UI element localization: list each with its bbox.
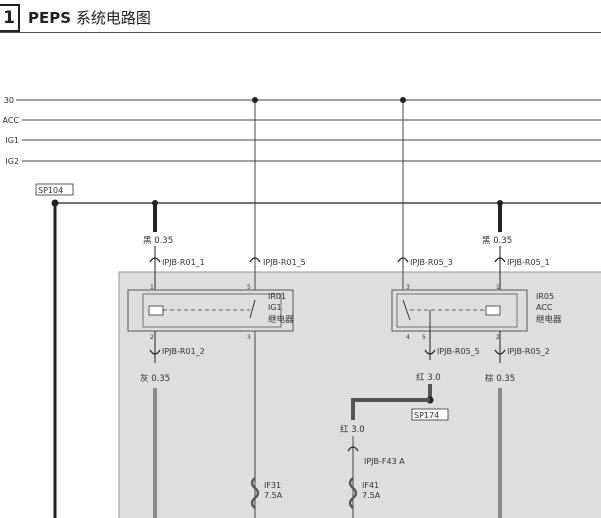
relay-ir05-inner <box>396 293 518 328</box>
relay-ir01-id: IR01 <box>268 292 286 301</box>
fuse-if41-id: IF41 <box>362 481 379 490</box>
relay-ir01-coil <box>148 305 164 316</box>
connector-r05-3-label: IPJB-R05_3 <box>410 258 453 267</box>
wire-label-w6: 红 3.0 <box>340 424 365 435</box>
wire-label-w1: 黑 0.35 <box>143 236 173 246</box>
ir01-pin-2: 2 <box>150 334 154 341</box>
relay-ir05-box <box>391 289 528 332</box>
wire-label-w2: 灰 0.35 <box>140 373 170 384</box>
relay-ir01-name: 继电器 <box>268 314 294 325</box>
section-number: 1 <box>0 4 20 32</box>
splice-sp174-box <box>411 408 449 421</box>
wire-label-w4: 红 3.0 <box>416 372 441 383</box>
connector-r01-2-symbol <box>149 349 161 355</box>
connector-r01-1-label: IPJB-R01_1 <box>162 258 205 267</box>
bus-label-acc: ACC <box>2 116 19 125</box>
ir05-pin-4: 4 <box>406 334 410 341</box>
connector-f43a-label: IPJB-F43 A <box>364 457 405 466</box>
junction-col3-30 <box>400 97 406 103</box>
connector-f43a-symbol <box>347 446 359 452</box>
ir05-pin-2: 2 <box>496 334 500 341</box>
page-title-bold: PEPS <box>28 9 72 27</box>
splice-sp104-label: SP104 <box>38 186 63 195</box>
wire-label-w3: 黑 0.35 <box>482 236 512 246</box>
ir05-pin-5: 5 <box>422 334 426 341</box>
splice-sp174-label: SP174 <box>414 411 439 420</box>
ir01-pin-1: 1 <box>150 284 154 291</box>
junction-col1 <box>152 200 158 206</box>
relay-ir01-switch <box>249 299 256 319</box>
ir05-pin-3: 3 <box>406 284 410 291</box>
relay-ir05-circuit: ACC <box>536 303 553 312</box>
fuse-if31-symbol <box>250 477 260 509</box>
fuse-if31-id: IF31 <box>264 481 281 490</box>
relay-ir05-name: 继电器 <box>536 314 562 325</box>
bus-label-ig1: IG1 <box>5 136 19 145</box>
ir05-pin-1: 1 <box>496 284 500 291</box>
splice-sp104-box <box>35 183 74 196</box>
connector-r05-5-label: IPJB-R05_5 <box>437 347 480 356</box>
connector-r05-2-symbol <box>494 349 506 355</box>
junction-col2-30 <box>252 97 258 103</box>
connector-r01-5-label: IPJB-R01_5 <box>263 258 306 267</box>
connector-r05-1-label: IPJB-R05_1 <box>507 258 550 267</box>
wire-label-w5: 棕 0.35 <box>485 373 515 384</box>
connector-r01-1-symbol <box>149 257 161 263</box>
fuse-if31-rating: 7.5A <box>264 491 283 500</box>
relay-ir05-coil <box>485 305 501 316</box>
page-title: PEPS 系统电路图 <box>28 7 151 28</box>
bus-lines: 30 ACC IG1 IG2 <box>2 96 601 166</box>
connector-r05-3-symbol <box>397 257 409 263</box>
ir01-pin-3: 3 <box>247 334 251 341</box>
splice-sp104-dot <box>51 199 59 207</box>
bus-label-ig2: IG2 <box>5 157 19 166</box>
connector-r05-5-symbol <box>424 349 436 355</box>
connector-r05-1-symbol <box>494 257 506 263</box>
relay-ir05-switch <box>402 299 411 321</box>
fuse-if41-symbol <box>348 477 358 509</box>
junction-col4 <box>497 200 503 206</box>
connector-r01-5-symbol <box>249 257 261 263</box>
fuse-if41-rating: 7.5A <box>362 491 381 500</box>
wire-sp174-branch <box>351 398 430 420</box>
relay-ir01-circuit: IG1 <box>268 303 282 312</box>
connector-r01-2-label: IPJB-R01_2 <box>162 347 205 356</box>
relay-ir05-id: IR05 <box>536 292 554 301</box>
bus-label-30: 30 <box>4 96 14 105</box>
relay-ir01-inner <box>142 293 282 328</box>
ir01-pin-5: 5 <box>247 284 251 291</box>
page-title-rest: 系统电路图 <box>75 9 151 27</box>
section-header: 1 PEPS 系统电路图 <box>0 0 601 33</box>
connector-r05-2-label: IPJB-R05_2 <box>507 347 550 356</box>
